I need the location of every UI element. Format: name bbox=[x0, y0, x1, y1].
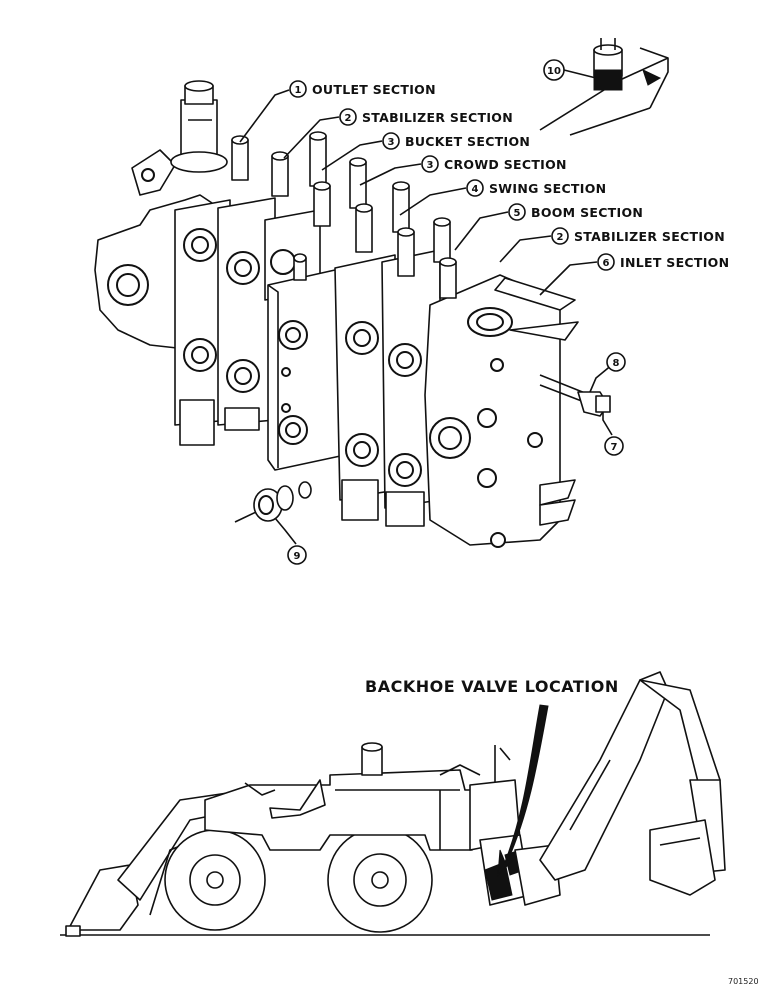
callout-5-num: 5 bbox=[514, 208, 521, 219]
inset-plug-detail bbox=[539, 38, 669, 136]
callout-4-label: SWING SECTION bbox=[489, 181, 606, 196]
callout-2a-num: 2 bbox=[345, 113, 352, 124]
callout-2b-label: STABILIZER SECTION bbox=[574, 229, 725, 244]
callout-10-bubble bbox=[543, 59, 565, 81]
callout-3b-num: 3 bbox=[427, 160, 434, 171]
valve-location-arrow bbox=[497, 704, 549, 877]
callout-2a-bubble bbox=[339, 108, 357, 126]
backhoe-tractor bbox=[60, 671, 726, 937]
callout-bubbles: 1 OUTLET SECTION 2 STABILIZER SECTION 3 … bbox=[287, 59, 729, 565]
callout-8-num: 8 bbox=[613, 358, 620, 369]
callout-5-label: BOOM SECTION bbox=[531, 205, 643, 220]
callout-2b-bubble bbox=[551, 227, 569, 245]
backhoe-valve-location-label: BACKHOE VALVE LOCATION bbox=[365, 677, 619, 696]
callout-1-label: OUTLET SECTION bbox=[312, 82, 436, 97]
spool-caps bbox=[231, 131, 457, 299]
callout-3a-label: BUCKET SECTION bbox=[405, 134, 530, 149]
callout-leaders bbox=[234, 69, 614, 545]
tie-bolt bbox=[539, 374, 611, 417]
callout-6-bubble bbox=[597, 253, 615, 271]
callout-3b-label: CROWD SECTION bbox=[444, 157, 567, 172]
callout-3a-num: 3 bbox=[388, 137, 395, 148]
callout-9-num: 9 bbox=[294, 551, 301, 562]
callout-10-num: 10 bbox=[547, 66, 561, 77]
callout-8-bubble bbox=[606, 352, 626, 372]
callout-6-label: INLET SECTION bbox=[620, 255, 729, 270]
callout-1-bubble bbox=[289, 80, 307, 98]
callout-3b-bubble bbox=[421, 155, 439, 173]
callout-9-bubble bbox=[287, 545, 307, 565]
callout-1-num: 1 bbox=[295, 85, 302, 96]
control-valve-assembly bbox=[94, 80, 611, 548]
callout-2b-num: 2 bbox=[557, 232, 564, 243]
callout-2a-label: STABILIZER SECTION bbox=[362, 110, 513, 125]
callout-4-bubble bbox=[466, 179, 484, 197]
callout-6-num: 6 bbox=[603, 258, 610, 269]
figure-id: 701520 bbox=[728, 977, 759, 986]
callout-4-num: 4 bbox=[472, 184, 479, 195]
callout-3a-bubble bbox=[382, 132, 400, 150]
callout-7-num: 7 bbox=[611, 442, 618, 453]
callout-5-bubble bbox=[508, 203, 526, 221]
fitting-9 bbox=[253, 481, 312, 522]
callout-7-bubble bbox=[604, 436, 624, 456]
